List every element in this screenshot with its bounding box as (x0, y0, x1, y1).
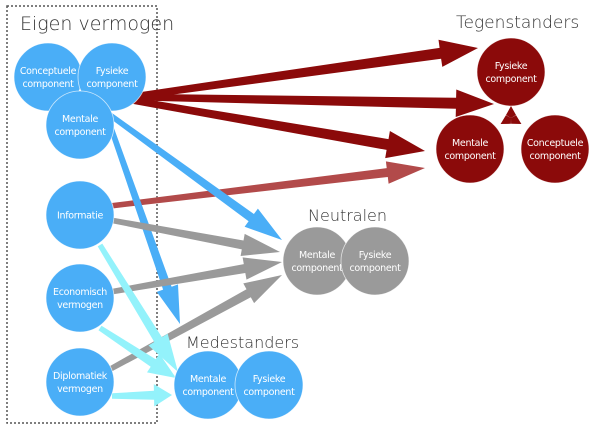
node-label-line: component (349, 263, 401, 274)
node-label-line: Economisch (53, 287, 107, 298)
node-label-line: Conceptuele (20, 66, 77, 77)
own-capabilities-box (6, 5, 158, 424)
node-label-line: component (444, 151, 496, 162)
arrow-own-diplomatiek-to-neutrals-mentaal (103, 275, 282, 375)
node-label-line: component (529, 151, 581, 162)
nodes-layer: ConceptuelecomponentFysiekecomponentMent… (13, 37, 590, 420)
node-own-economisch: Economisch vermogen (45, 263, 115, 333)
node-label-line: Conceptuele (527, 138, 584, 149)
neutrals-group-title: Neutralen (308, 206, 387, 225)
node-label-line: Diplomatiek (53, 371, 108, 382)
arrow-own-economisch-to-allies-mentaal (98, 325, 176, 378)
node-label-line: component (291, 263, 343, 274)
node-circle (173, 350, 243, 420)
node-label-line: Fysieke (96, 66, 129, 77)
arrow-own-informatie-to-opponents-mentaal (109, 161, 425, 209)
node-circle (520, 114, 590, 184)
node-neutrals-mentaal: Mentale component (282, 226, 352, 296)
node-label-line: Mentale (190, 374, 226, 385)
allies-group-title: Medestanders (186, 333, 299, 352)
node-opponents-conceptueel: Conceptuele component (520, 114, 590, 184)
node-own-mentaal: Mentale component (45, 90, 115, 160)
arrow-own-informatie-to-neutrals-mentaal (109, 217, 280, 256)
node-label-line: vermogen (57, 300, 103, 311)
node-circle (45, 347, 115, 417)
node-circle (45, 180, 115, 250)
triad-arrowhead (511, 115, 522, 124)
arrow-own-fysiek-to-opponents-mentaal (129, 96, 425, 159)
node-label-line: Mentale (452, 138, 488, 149)
node-opponents-fysiek: Fysieke component (476, 37, 546, 107)
arrow-own-mentaal-to-neutrals-mentaal (108, 112, 283, 240)
arrow-own-fysiek-to-opponents-fysiek (129, 89, 494, 117)
node-label-line: component (243, 387, 295, 398)
node-opponents-mentaal: Mentale component (435, 114, 505, 184)
node-circle (45, 263, 115, 333)
node-label-line: Informatie (57, 211, 103, 222)
opponents-group-title: Tegenstanders (456, 13, 579, 33)
node-label-line: Mentale (62, 114, 98, 125)
node-label-line: Fysieke (253, 374, 286, 385)
node-allies-fysiek: Fysieke component (234, 350, 304, 420)
own-group-title: Eigen vermogen (20, 13, 174, 35)
triad-arrowhead (506, 106, 516, 118)
node-label-line: component (86, 79, 138, 90)
node-circle (435, 114, 505, 184)
arrow-own-diplomatiek-to-allies-mentaal (112, 384, 172, 407)
arrow-own-economisch-to-neutrals-mentaal (109, 257, 282, 295)
node-label-line: vermogen (57, 384, 103, 395)
node-allies-mentaal: Mentale component (173, 350, 243, 420)
node-label-line: Fysieke (495, 61, 528, 72)
arrow-own-informatie-to-allies-mentaal (97, 243, 178, 372)
node-circle (77, 42, 147, 112)
node-circle (476, 37, 546, 107)
node-circle (340, 226, 410, 296)
node-own-fysiek: Fysieke component (77, 42, 147, 112)
node-label-line: component (54, 127, 106, 138)
node-circle (234, 350, 304, 420)
arrow-own-fysiek-to-opponents-fysiek (129, 39, 478, 101)
node-label-line: Mentale (299, 250, 335, 261)
node-label-line: component (485, 74, 537, 85)
node-label-line: component (182, 387, 234, 398)
opponent-triad-connector-icon (500, 106, 522, 124)
edges-layer (97, 39, 494, 407)
node-label-line: component (22, 79, 74, 90)
node-own-diplomatiek: Diplomatiek vermogen (45, 347, 115, 417)
node-circle (45, 90, 115, 160)
node-label-line: Fysieke (359, 250, 392, 261)
node-own-informatie: Informatie (45, 180, 115, 250)
node-neutrals-fysiek: Fysieke component (340, 226, 410, 296)
triad-arrowhead (500, 115, 511, 124)
